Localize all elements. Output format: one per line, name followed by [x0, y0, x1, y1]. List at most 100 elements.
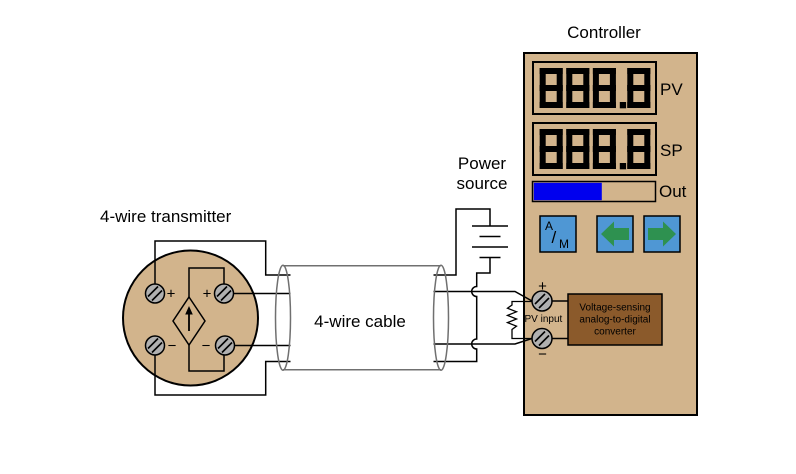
- seven-seg-segment: [556, 146, 563, 169]
- seven-seg-segment: [566, 146, 573, 169]
- pv-display-bezel: [532, 61, 657, 115]
- seven-seg-segment: [592, 146, 599, 169]
- seven-seg-segment: [583, 146, 590, 169]
- seven-seg-segment: [592, 68, 599, 91]
- battery-icon: [472, 225, 508, 259]
- tx-terminal-minus-left: −: [168, 338, 177, 355]
- pv-input-label: PV input: [525, 314, 563, 325]
- right-arrow-icon: [648, 221, 676, 247]
- seven-seg-segment: [566, 129, 590, 135]
- seven-seg-segment: [592, 85, 616, 91]
- seven-seg-segment: [627, 68, 651, 74]
- am-label-m: M: [559, 237, 569, 251]
- seven-seg-segment: [556, 129, 563, 152]
- seven-seg-segment: [592, 146, 616, 152]
- screw-slot: [217, 337, 229, 350]
- seven-seg-segment: [619, 163, 627, 170]
- pv-display-digits: [539, 68, 651, 109]
- power-source-label-line1: Power: [458, 154, 507, 173]
- cable-left-end: [274, 264, 292, 371]
- current-arrow-head: [185, 306, 193, 315]
- am-label-a: A: [545, 219, 553, 233]
- adc-converter-box: Voltage-sensing analog-to-digital conver…: [567, 293, 663, 346]
- seven-seg-segment: [592, 68, 616, 74]
- seven-seg-segment: [627, 85, 651, 91]
- left-arrow-icon: [601, 221, 629, 247]
- input-resistor-icon: [505, 300, 533, 340]
- cable-body: [290, 266, 434, 369]
- ctrl-screw-terminal-plus: [531, 290, 553, 312]
- seven-seg-segment: [627, 68, 634, 91]
- screw-slot: [534, 293, 546, 305]
- screw-slot: [147, 285, 159, 298]
- sp-display-label: SP: [660, 141, 683, 160]
- adc-text-line2: analog-to-digital: [579, 315, 650, 326]
- seven-seg-segment: [609, 129, 616, 152]
- seven-seg-segment: [627, 129, 651, 135]
- wire-source-loop-top: [188, 267, 225, 297]
- cable-label: 4-wire cable: [314, 312, 406, 331]
- seven-seg-segment: [566, 146, 590, 152]
- screw-slot: [534, 330, 546, 343]
- pv-input-minus-mark: −: [538, 346, 547, 363]
- seven-seg-segment: [644, 68, 651, 91]
- tx-terminal-plus-left: +: [167, 286, 176, 303]
- seven-seg-segment: [644, 129, 651, 152]
- auto-manual-button-face[interactable]: [539, 215, 577, 253]
- seven-seg-segment: [627, 85, 634, 108]
- screw-slot: [538, 334, 550, 347]
- seven-seg-segment: [539, 146, 546, 169]
- adc-text-line3: converter: [594, 327, 636, 338]
- screw-head: [214, 335, 236, 356]
- seven-seg-segment: [592, 129, 616, 135]
- seven-seg-segment: [627, 129, 634, 152]
- screw-slot: [216, 285, 228, 298]
- tx-screw-terminal-signal-plus: [213, 283, 235, 304]
- screw-head: [531, 290, 553, 312]
- wire-power-minus: [154, 257, 491, 396]
- seven-seg-segment: [539, 146, 563, 152]
- seven-seg-segment: [644, 85, 651, 108]
- auto-manual-button[interactable]: A / M: [539, 215, 577, 253]
- screw-slot: [147, 337, 159, 350]
- seven-seg-segment: [566, 68, 573, 91]
- out-bar-fill: [533, 182, 602, 201]
- screw-head: [144, 335, 166, 356]
- power-source-label-line2: source: [456, 174, 507, 193]
- seven-seg-segment: [566, 102, 590, 108]
- seven-seg-segment: [539, 102, 563, 108]
- seven-seg-segment: [583, 129, 590, 152]
- seven-seg-segment: [592, 102, 616, 108]
- seven-seg-segment: [566, 85, 590, 91]
- screw-head: [531, 327, 553, 350]
- tx-terminal-plus-right: +: [203, 286, 212, 303]
- screw-slot: [151, 289, 163, 302]
- out-bar-outline: [531, 180, 657, 203]
- out-bar-label: Out: [659, 182, 687, 201]
- seven-seg-segment: [556, 68, 563, 91]
- screw-slot: [221, 341, 233, 354]
- seven-seg-segment: [609, 85, 616, 108]
- sp-display-bezel: [532, 122, 657, 176]
- seven-seg-segment: [583, 68, 590, 91]
- screw-slot: [220, 289, 232, 302]
- tx-screw-terminal-signal-minus: [214, 335, 236, 356]
- seven-seg-segment: [627, 146, 651, 152]
- pv-display-label: PV: [660, 80, 683, 99]
- increment-button[interactable]: [643, 215, 681, 253]
- decrement-button[interactable]: [596, 215, 634, 253]
- ctrl-screw-terminal-minus: [531, 327, 553, 350]
- cable-shield: 4-wire cable: [274, 264, 450, 371]
- seven-seg-segment: [556, 85, 563, 108]
- controller-title: Controller: [567, 23, 641, 42]
- seven-seg-segment: [644, 146, 651, 169]
- seven-seg-segment: [539, 163, 563, 169]
- seven-seg-segment: [592, 85, 599, 108]
- sp-display-digits: [539, 129, 651, 170]
- seven-seg-segment: [566, 85, 573, 108]
- seven-seg-segment: [627, 102, 651, 108]
- screw-slot: [538, 297, 550, 309]
- screw-slot: [151, 341, 163, 354]
- seven-seg-segment: [592, 129, 599, 152]
